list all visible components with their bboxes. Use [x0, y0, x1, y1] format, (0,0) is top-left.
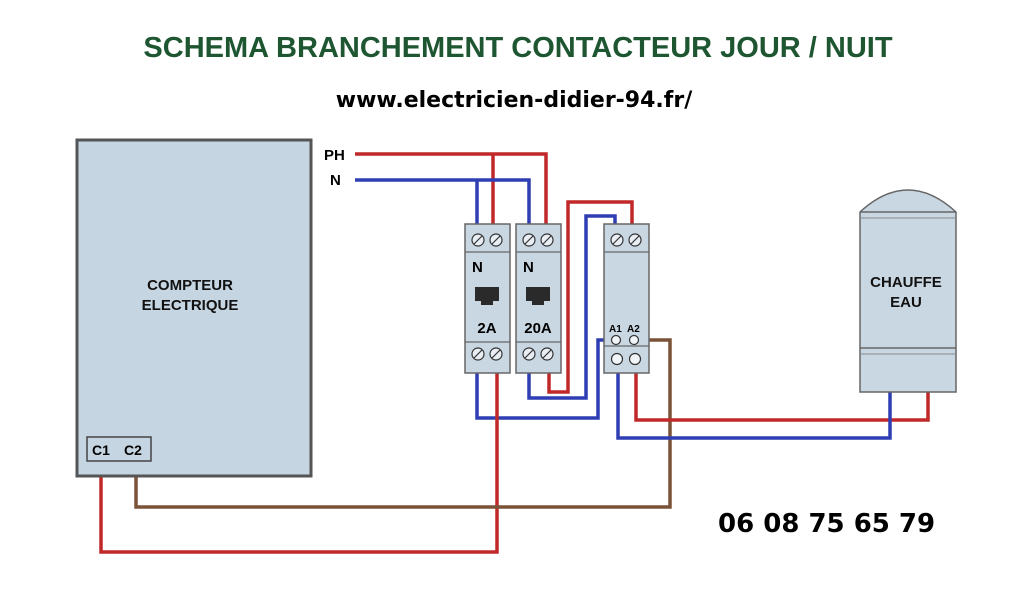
- phone-number: 06 08 75 65 79: [718, 509, 935, 539]
- control-c2-to-coil-wire: [134, 338, 672, 509]
- screw-terminal-icon: [522, 233, 554, 361]
- breaker-toggle-icon: [475, 287, 499, 305]
- meter-terminal-block: [86, 436, 152, 462]
- phase-20a-to-contactor-wire: [547, 200, 634, 394]
- phase-label: PH: [324, 147, 345, 164]
- neutral-2a-to-coil-wire: [475, 338, 612, 420]
- screw-terminal-icon: [610, 233, 642, 247]
- breaker-toggle-icon: [526, 287, 550, 305]
- screw-terminal-icon: [471, 233, 503, 361]
- breaker-20a: N 20A: [515, 223, 562, 374]
- breaker-2a-rating: 2A: [477, 320, 496, 337]
- contactor-coil-a1: A1: [609, 324, 622, 335]
- meter-label-line2: ELECTRIQUE: [142, 297, 239, 314]
- meter-terminal-c1: C1: [92, 442, 110, 458]
- breaker-2a: N 2A: [464, 223, 511, 374]
- day-night-contactor: A1 A2: [603, 223, 650, 374]
- neutral-supply-wire: [355, 178, 531, 232]
- contactor-coil-a2: A2: [627, 324, 640, 335]
- neutral-label: N: [330, 172, 341, 189]
- meter-terminal-c2: C2: [124, 442, 142, 458]
- website-box: [322, 80, 712, 116]
- coil-terminal-icon: [610, 334, 642, 366]
- breaker-20a-rating: 20A: [524, 320, 552, 337]
- diagram-title: SCHEMA BRANCHEMENT CONTACTEUR JOUR / NUI…: [143, 32, 892, 64]
- neutral-20a-to-contactor-wire: [527, 214, 617, 400]
- phase-contactor-to-heater-wire: [634, 364, 930, 422]
- electric-meter: COMPTEUR ELECTRIQUE C1 C2: [75, 138, 313, 478]
- water-heater: CHAUFFE EAU: [859, 189, 957, 393]
- breaker-20a-neutral-mark: N: [523, 259, 534, 276]
- phase-supply-wire: [355, 152, 548, 232]
- meter-label-line1: COMPTEUR: [147, 277, 233, 294]
- heater-label-line1: CHAUFFE: [870, 274, 942, 291]
- neutral-contactor-to-heater-wire: [616, 364, 892, 440]
- breaker-2a-neutral-mark: N: [472, 259, 483, 276]
- heater-label-line2: EAU: [890, 294, 922, 311]
- phase-2a-to-meter-wire: [99, 366, 499, 554]
- website-url: www.electricien-didier-94.fr/: [336, 88, 693, 113]
